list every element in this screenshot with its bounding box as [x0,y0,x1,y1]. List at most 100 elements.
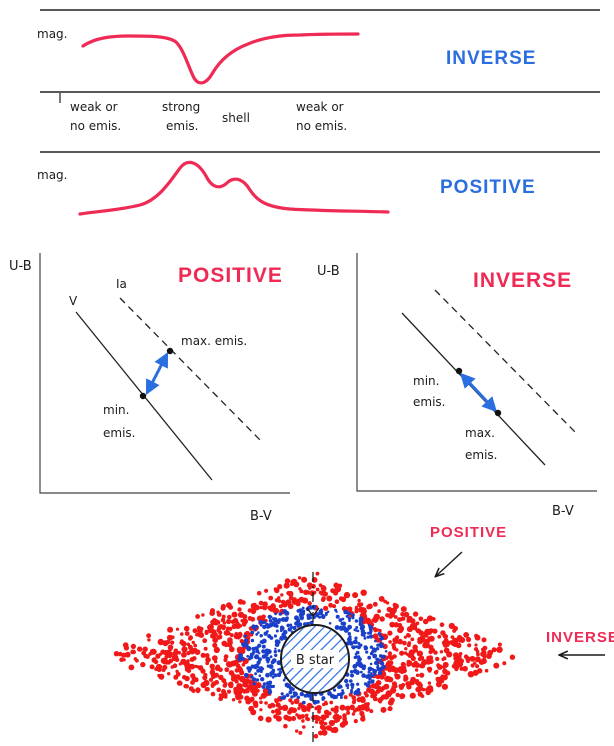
disk-dot [302,598,308,604]
disk-dot [434,670,438,674]
disk-dot [238,694,243,699]
inverse-color-diagram: U-B B-V INVERSE min. emis. max. emis. [317,253,597,519]
disk-dot [290,582,294,586]
disk-dot [232,698,235,701]
disk-dot [123,642,129,648]
disk-dot [369,628,373,632]
disk-dot [357,697,362,702]
disk-dot [253,682,256,685]
disk-dot [229,647,235,653]
disk-dot [366,604,371,609]
disk-dot [388,660,393,665]
disk-dot [306,693,310,697]
disk-dot [224,682,228,686]
disk-dot [480,651,486,657]
disk-dot [291,708,297,714]
disk-dot [221,641,227,647]
disk-dot [413,611,418,616]
disk-dot [317,710,321,714]
disk-dot [260,624,263,627]
disk-dot [147,638,150,641]
disk-dot [492,647,497,652]
disk-dot [152,657,156,661]
disk-dot [440,622,445,627]
disk-dot [352,592,358,598]
disk-dot [261,615,266,620]
disk-dot [373,633,379,639]
disk-dot [355,619,358,622]
disk-dot [337,693,340,696]
disk-dot [420,684,423,687]
disk-dot [347,687,349,689]
disk-dot [283,679,286,682]
disk-dot [242,622,247,627]
disk-dot [376,644,379,647]
disk-dot [235,688,238,691]
disk-dot [388,700,394,706]
disk-dot [356,672,359,675]
disk-dot [184,626,190,632]
disk-dot [211,673,215,677]
disk-dot [428,645,433,650]
disk-dot [167,672,170,675]
disk-dot [273,714,278,719]
disk-dot [332,727,338,733]
positive-max-point [167,348,173,354]
b-star-label: B star [296,653,335,668]
disk-dot [340,705,346,711]
disk-dot [205,657,211,663]
disk-dot [419,673,424,678]
disk-dot [481,658,487,664]
inverse-label: INVERSE [446,48,536,69]
disk-dot [274,650,277,653]
disk-dot [334,609,337,612]
disk-dot [261,641,264,644]
disk-dot [498,643,502,647]
disk-dot [325,702,328,705]
disk-dot [180,639,184,643]
disk-dot [354,637,357,640]
disk-dot [212,637,218,643]
disk-dot [373,602,378,607]
disk-dot [193,628,198,633]
disk-dot [344,679,348,683]
disk-dot [244,634,247,637]
disk-dot [274,587,278,591]
disk-dot [212,643,217,648]
disk-dot [379,644,383,648]
disk-dot [371,683,376,688]
disk-inverse-label: INVERSE [546,629,614,646]
disk-dot [360,716,365,721]
disk-dot [316,700,320,704]
disk-dot [332,695,337,700]
disk-dot [373,697,378,702]
disk-dot [258,716,264,722]
inverse-light-curve-panel: mag. INVERSE [37,10,600,92]
disk-dot [287,710,290,713]
positive-max-label: max. emis. [181,334,247,348]
disk-dot [493,663,499,669]
disk-dot [305,717,309,721]
disk-dot [351,683,355,687]
disk-dot [212,632,218,638]
disk-dot [350,670,353,673]
disk-dot [440,630,445,635]
disk-dot [237,657,241,661]
disk-dot [155,654,160,659]
disk-dot [265,685,269,689]
disk-dot [211,681,216,686]
disk-dot [234,634,239,639]
disk-dot [352,712,355,715]
disk-dot [221,606,226,611]
disk-dot [364,682,367,685]
disk-dot [212,655,218,661]
disk-dot [187,669,191,673]
disk-dot [341,689,344,692]
disk-dot [399,694,404,699]
disk-dot [162,665,167,670]
disk-dot [237,648,243,654]
disk-dot [385,650,388,653]
disk-dot [274,698,277,701]
phase-strong-line2: emis. [166,119,198,133]
disk-dot [216,611,219,614]
